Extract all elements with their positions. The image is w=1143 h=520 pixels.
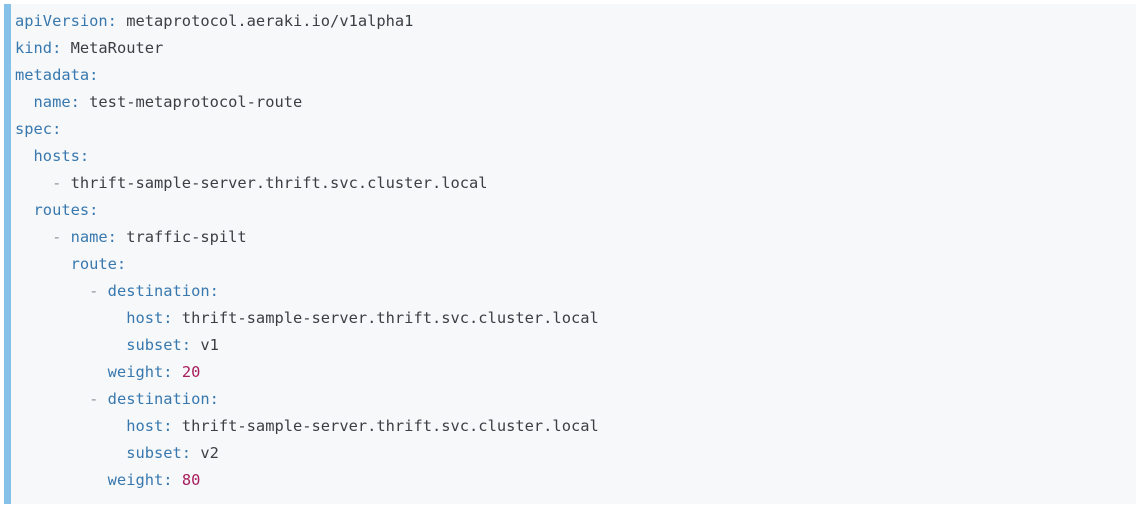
token-punct: - <box>15 228 71 246</box>
token-value: thrift-sample-server.thrift.svc.cluster.… <box>172 417 599 435</box>
code-line: routes: <box>15 197 1120 224</box>
code-line: weight: 20 <box>15 359 1120 386</box>
code-line: metadata: <box>15 62 1120 89</box>
token-key: route: <box>15 255 127 273</box>
token-value: v1 <box>191 336 219 354</box>
token-key: spec: <box>15 120 62 138</box>
token-value: v2 <box>191 444 219 462</box>
token-value: thrift-sample-server.thrift.svc.cluster.… <box>172 309 599 327</box>
code-line: apiVersion: metaprotocol.aeraki.io/v1alp… <box>15 8 1120 35</box>
token-value: MetaRouter <box>61 39 164 57</box>
code-line: - destination: <box>15 386 1120 413</box>
code-line: subset: v2 <box>15 440 1120 467</box>
code-line: hosts: <box>15 143 1120 170</box>
token-value <box>173 471 182 489</box>
code-line: name: test-metaprotocol-route <box>15 89 1120 116</box>
token-key: subset: <box>15 336 192 354</box>
token-key: apiVersion: <box>15 12 117 30</box>
token-key: destination: <box>107 282 219 300</box>
token-key: kind: <box>15 39 62 57</box>
code-line: - destination: <box>15 278 1120 305</box>
code-line: host: thrift-sample-server.thrift.svc.cl… <box>15 413 1120 440</box>
token-value: metaprotocol.aeraki.io/v1alpha1 <box>116 12 414 30</box>
code-content: apiVersion: metaprotocol.aeraki.io/v1alp… <box>15 8 1120 494</box>
token-punct: - <box>15 282 108 300</box>
token-value: thrift-sample-server.thrift.svc.cluster.… <box>70 174 488 192</box>
token-key: destination: <box>107 390 219 408</box>
token-key: metadata: <box>15 66 99 84</box>
token-key: subset: <box>15 444 192 462</box>
token-punct: - <box>15 390 108 408</box>
token-key: name: <box>15 93 80 111</box>
token-key: weight: <box>15 363 173 381</box>
code-line: spec: <box>15 116 1120 143</box>
code-line: - name: traffic-spilt <box>15 224 1120 251</box>
token-punct: - <box>15 174 71 192</box>
code-line: - thrift-sample-server.thrift.svc.cluste… <box>15 170 1120 197</box>
code-line: kind: MetaRouter <box>15 35 1120 62</box>
token-key: name: <box>70 228 117 246</box>
token-value: test-metaprotocol-route <box>79 93 303 111</box>
token-key: hosts: <box>15 147 90 165</box>
code-line: subset: v1 <box>15 332 1120 359</box>
token-key: host: <box>15 309 173 327</box>
token-number: 80 <box>181 471 201 489</box>
page: { "page": { "background": "#ffffff" }, "… <box>0 4 1143 520</box>
token-key: host: <box>15 417 173 435</box>
code-line: host: thrift-sample-server.thrift.svc.cl… <box>15 305 1120 332</box>
code-line: weight: 80 <box>15 467 1120 494</box>
token-value <box>173 363 182 381</box>
token-number: 20 <box>181 363 201 381</box>
code-line: route: <box>15 251 1120 278</box>
token-key: routes: <box>15 201 99 219</box>
token-value: traffic-spilt <box>116 228 247 246</box>
yaml-code-block: apiVersion: metaprotocol.aeraki.io/v1alp… <box>4 4 1136 504</box>
token-key: weight: <box>15 471 173 489</box>
